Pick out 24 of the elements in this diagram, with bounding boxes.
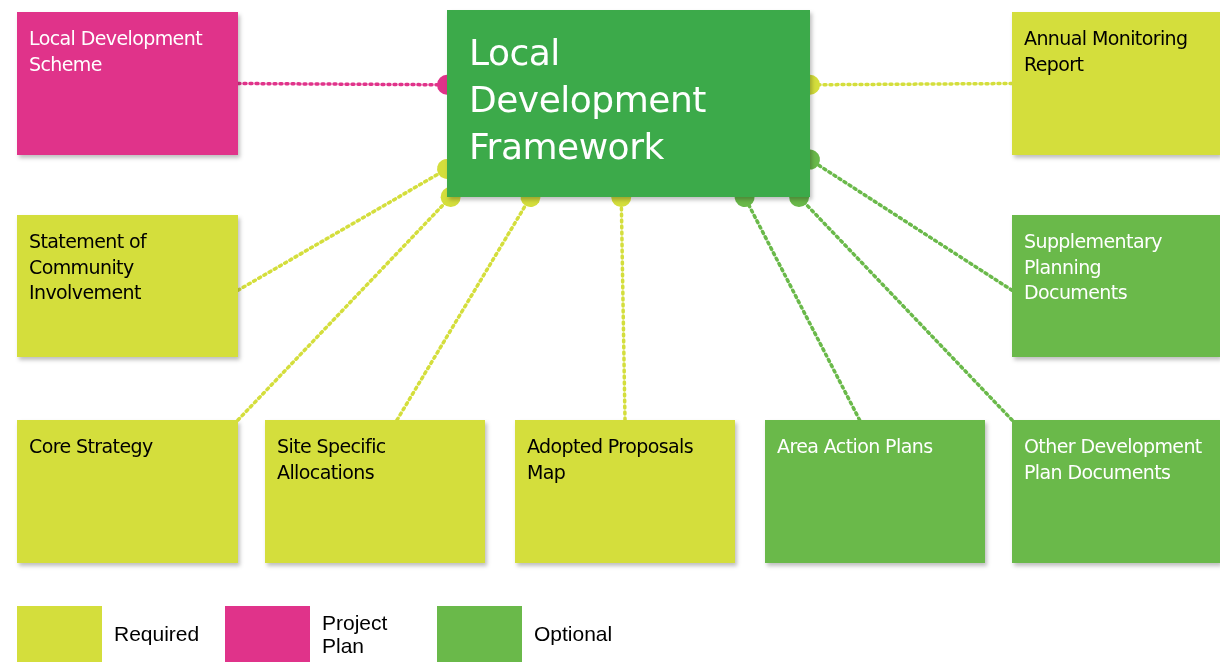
document-box (17, 420, 238, 563)
node-label: Adopted Proposals Map (527, 434, 694, 485)
dotted-connector (236, 187, 461, 422)
document-box (1012, 215, 1220, 357)
node-label: Statement of Community Involvement (29, 229, 148, 306)
node-label: Annual Monitoring Report (1024, 26, 1189, 77)
legend-label: Project Plan (322, 610, 389, 658)
map-box (515, 420, 735, 563)
legend-label: Required (114, 622, 200, 646)
node-label: Site Specific Allocations (277, 434, 387, 485)
framework-box (447, 10, 810, 197)
document-box (17, 215, 238, 357)
node-label: Area Action Plans (777, 434, 934, 459)
node-label: Local Development Framework (469, 31, 707, 169)
node-label: Other Development Plan Documents (1024, 434, 1203, 485)
report-box (1012, 12, 1220, 155)
node-label: Core Strategy (29, 434, 154, 459)
document-box (1012, 420, 1220, 563)
scheme-box (17, 12, 238, 155)
plan-box (765, 420, 985, 563)
legend-label: Optional (534, 622, 613, 646)
node-label: Supplementary Planning Documents (1024, 229, 1163, 306)
document-box (265, 420, 485, 563)
node-label: Local Development Scheme (29, 26, 204, 77)
